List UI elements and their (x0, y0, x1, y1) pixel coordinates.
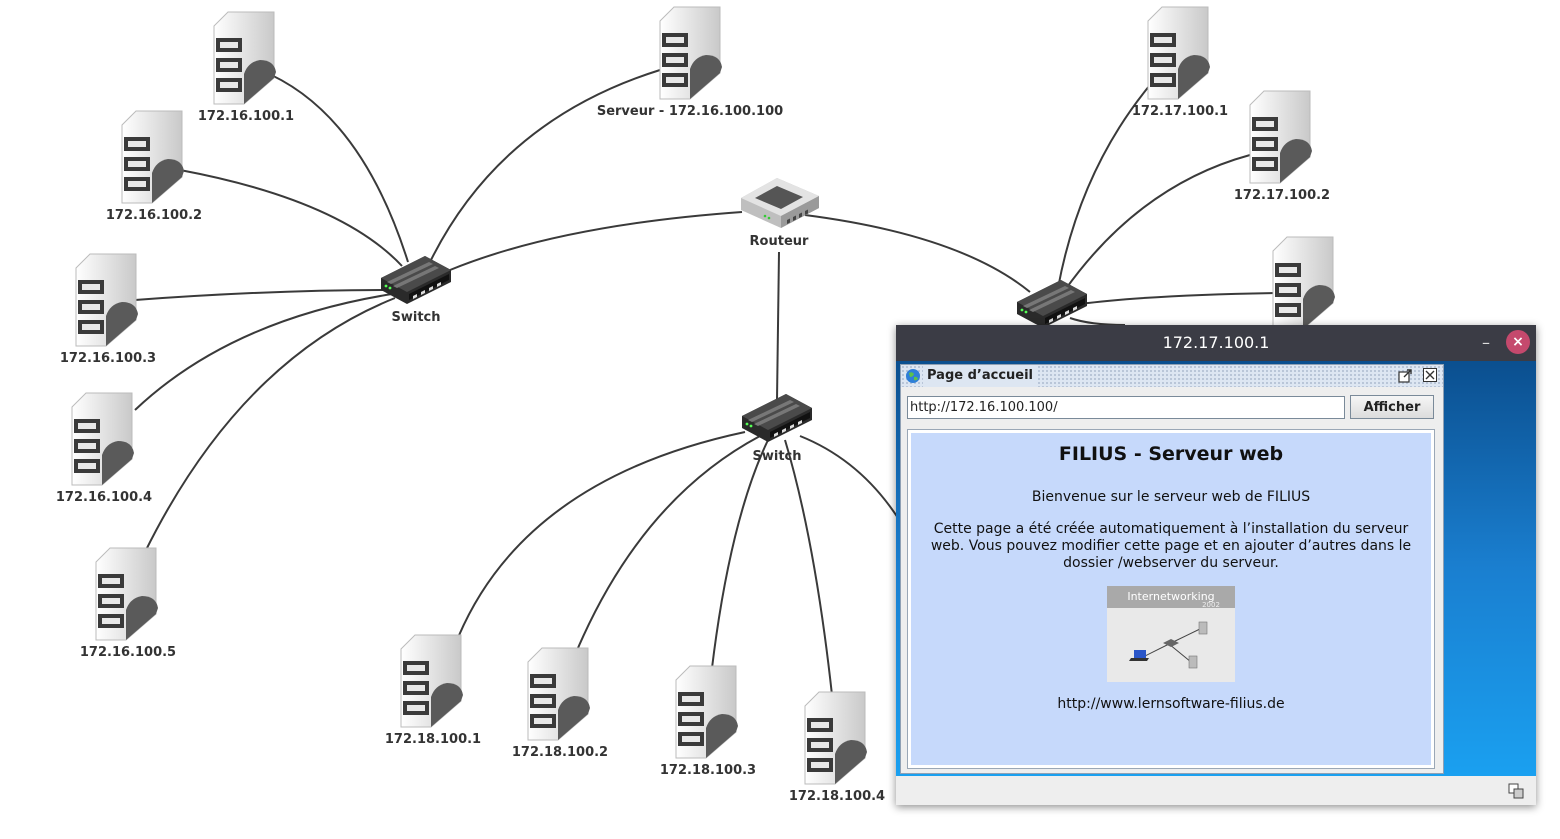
host-node[interactable]: 172.18.100.1 (385, 634, 481, 747)
image-year: 2002 (1202, 601, 1220, 609)
browser-tab-title: Page d’accueil (923, 365, 1038, 387)
link (804, 214, 1031, 293)
host-label: 172.18.100.4 (789, 789, 885, 804)
host-label: 172.18.100.1 (385, 732, 481, 747)
link (711, 439, 769, 669)
host-node[interactable]: 172.17.100.1 (1132, 6, 1228, 119)
link (259, 69, 409, 263)
host-node[interactable] (1272, 236, 1336, 330)
host-node[interactable]: 172.18.100.4 (789, 691, 885, 804)
window-statusbar (896, 776, 1536, 805)
link (429, 69, 661, 263)
host-label: 172.16.100.3 (60, 351, 156, 366)
server-label: Serveur - 172.16.100.100 (597, 104, 783, 119)
switch-node-middle[interactable]: Switch (742, 394, 812, 464)
close-icon[interactable] (1423, 368, 1437, 382)
host-node[interactable]: 172.16.100.3 (60, 253, 156, 366)
host-label: 172.18.100.3 (660, 763, 756, 778)
host-label: 172.17.100.2 (1234, 188, 1330, 203)
webpage-content: FILIUS - Serveur web Bienvenue sur le se… (911, 433, 1431, 765)
image-caption: Internetworking (1127, 590, 1214, 603)
router-node[interactable]: Routeur (741, 178, 819, 249)
link (134, 289, 386, 301)
window-titlebar[interactable]: 172.17.100.1 – × (896, 325, 1536, 361)
internetworking-image: Internetworking 2002 (1107, 586, 1235, 682)
resize-icon[interactable] (1508, 783, 1524, 799)
host-window[interactable]: 172.17.100.1 – × Page d’accueil (896, 325, 1536, 805)
link (134, 293, 393, 411)
router-label: Routeur (750, 234, 809, 249)
link (144, 297, 396, 553)
host-node[interactable]: 172.16.100.4 (56, 392, 152, 505)
server-node[interactable]: Serveur - 172.16.100.100 (597, 6, 783, 119)
welcome-text: Bienvenue sur le serveur web de FILIUS (1031, 489, 1311, 505)
close-button[interactable]: × (1506, 330, 1530, 354)
host-node[interactable]: 172.16.100.5 (80, 547, 176, 660)
link (454, 431, 746, 646)
link (449, 211, 743, 271)
host-node[interactable]: 172.18.100.2 (512, 647, 608, 760)
url-input[interactable] (907, 396, 1345, 419)
link (1064, 154, 1251, 291)
desktop-area: Page d’accueil Afficher FILIUS - Serveur… (896, 361, 1536, 776)
link (1069, 317, 1126, 326)
network-links (134, 69, 1276, 696)
browser-titlebar[interactable]: Page d’accueil (901, 365, 1443, 387)
filius-link[interactable]: http://www.lernsoftware-filius.de (1057, 696, 1285, 712)
host-node[interactable]: 172.16.100.2 (106, 110, 202, 223)
link (179, 169, 403, 267)
host-label: 172.16.100.4 (56, 490, 152, 505)
popout-icon[interactable] (1397, 368, 1413, 384)
host-node[interactable]: 172.17.100.2 (1234, 90, 1330, 203)
switch-label: Switch (752, 449, 801, 464)
link (1057, 84, 1151, 289)
host-label: 172.16.100.2 (106, 208, 202, 223)
afficher-button[interactable]: Afficher (1350, 395, 1434, 419)
page-title: FILIUS - Serveur web (1058, 443, 1284, 465)
globe-icon (906, 369, 920, 383)
link (784, 439, 833, 696)
webpage-viewport[interactable]: FILIUS - Serveur web Bienvenue sur le se… (907, 429, 1435, 769)
description-text: Cette page a été créée automatiquement à… (930, 521, 1412, 571)
host-node[interactable]: 172.18.100.3 (660, 665, 756, 778)
window-title: 172.17.100.1 (1162, 333, 1270, 352)
minimize-button[interactable]: – (1482, 333, 1490, 352)
host-label: 172.18.100.2 (512, 745, 608, 760)
link (1079, 292, 1276, 305)
switch-node-left[interactable]: Switch (381, 256, 451, 325)
host-label: 172.16.100.1 (198, 109, 294, 124)
link (574, 435, 761, 656)
link (799, 435, 899, 519)
host-label: 172.16.100.5 (80, 645, 176, 660)
switch-label: Switch (391, 310, 440, 325)
host-label: 172.17.100.1 (1132, 104, 1228, 119)
host-node[interactable]: 172.16.100.1 (198, 11, 294, 124)
browser-frame: Page d’accueil Afficher FILIUS - Serveur… (900, 364, 1444, 774)
link (776, 251, 780, 401)
